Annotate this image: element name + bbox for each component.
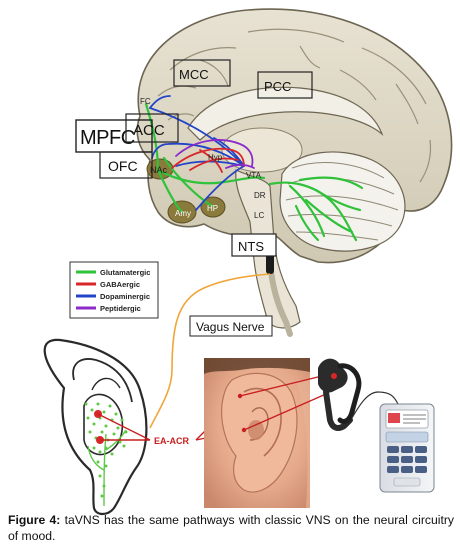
- device-leads: [239, 375, 327, 431]
- corpus-callosum: [187, 86, 384, 141]
- ear-clip: [318, 358, 362, 431]
- ofc-label: OFC: [108, 158, 138, 174]
- mcc-box: [173, 59, 231, 87]
- legend: Glutamatergic GABAergic Dopaminergic Pep…: [69, 261, 159, 319]
- ear-photo: [204, 358, 310, 508]
- vagus-connection-wire: [149, 273, 271, 429]
- ear-concha: [83, 393, 124, 456]
- ofc-box: [99, 151, 153, 179]
- legend-label-glutamatergic: Glutamatergic: [100, 268, 150, 277]
- gabaergic-pathway: [171, 147, 245, 173]
- nacc-label: NAc: [150, 165, 168, 175]
- ear-helix-inner: [72, 358, 133, 403]
- stimulator-device: [318, 358, 435, 493]
- pcc-box: [257, 71, 313, 99]
- gyri-texture: [157, 28, 432, 183]
- legend-label-dopaminergic: Dopaminergic: [100, 292, 150, 301]
- nts-label: NTS: [238, 239, 264, 254]
- ear-antihelix: [91, 377, 121, 391]
- legend-label-peptidergic: Peptidergic: [100, 304, 141, 313]
- hyp-label: Hyp: [208, 153, 223, 162]
- nts-box: [231, 233, 277, 257]
- vagus-nerve-box: [189, 315, 273, 337]
- legend-item-peptidergic: Peptidergic: [76, 304, 141, 313]
- amy-label: Amy: [175, 209, 191, 218]
- legend-item-gabaergic: GABAergic: [76, 280, 140, 289]
- region-labels: MCC PCC MPFC ACC OFC NAc FC Hyp VTA DR L…: [75, 59, 313, 257]
- legend-item-glutamatergic: Glutamatergic: [76, 268, 150, 277]
- vagus-nerve-label: Vagus Nerve: [196, 320, 265, 334]
- brain-illustration: [136, 8, 453, 337]
- mcc-label: MCC: [179, 67, 209, 82]
- dr-label: DR: [254, 191, 266, 200]
- acc-box: [125, 113, 179, 143]
- device-buttons: [387, 446, 427, 473]
- mpfc-label: MPFC: [80, 127, 135, 149]
- pcc-label: PCC: [264, 79, 291, 94]
- innervation-dots: [84, 402, 128, 498]
- caption-label: Figure 4:: [8, 513, 61, 527]
- ear-outline: [43, 338, 148, 516]
- legend-item-dopaminergic: Dopaminergic: [76, 292, 150, 301]
- caption-text: taVNS has the same pathways with classic…: [8, 513, 454, 543]
- lc-label: LC: [254, 211, 264, 220]
- legend-label-gabaergic: GABAergic: [100, 280, 140, 289]
- figure-caption: Figure 4: taVNS has the same pathways wi…: [8, 512, 454, 544]
- fc-label: FC: [140, 97, 151, 106]
- acc-label: ACC: [133, 122, 165, 139]
- peptidergic-pathway: [175, 139, 255, 169]
- vta-label: VTA: [246, 171, 262, 180]
- ea-acr-label: EA-ACR: [154, 436, 189, 446]
- nts-nucleus: [266, 252, 274, 274]
- ear-drawing: [43, 338, 148, 516]
- hp-label: HP: [207, 204, 218, 213]
- thalamus: [221, 127, 303, 173]
- pathways: [144, 95, 364, 242]
